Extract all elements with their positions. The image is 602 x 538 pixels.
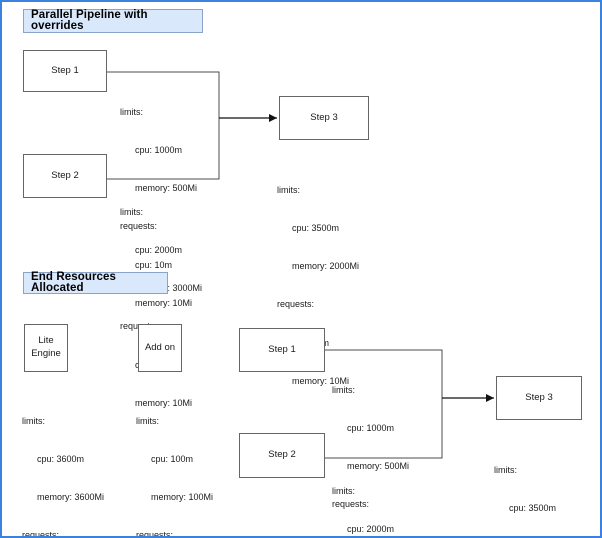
limits-label: limits: [277, 184, 300, 195]
node-label: Step 1 [51, 64, 79, 76]
limits-cpu: cpu: 1000m [347, 422, 395, 433]
node-top-step-2[interactable]: Step 2 [23, 154, 107, 198]
node-top-step-1[interactable]: Step 1 [23, 50, 107, 92]
resources-bottom-step-1: limits: cpu: 1000m memory: 500Mi request… [332, 358, 410, 536]
limits-memory: memory: 500Mi [135, 183, 198, 194]
resources-bottom-step-2: limits: cpu: 2000m memory: 3000Mi reques… [332, 459, 414, 536]
limits-label: limits: [22, 415, 45, 426]
node-bottom-step-3[interactable]: Step 3 [496, 376, 582, 420]
limits-cpu: cpu: 3600m [37, 453, 85, 464]
node-bottom-step-2[interactable]: Step 2 [239, 433, 325, 478]
requests-label: requests: [332, 499, 370, 510]
limits-label: limits: [136, 415, 159, 426]
node-label: Step 3 [525, 391, 553, 403]
node-label-line-1: Lite [38, 335, 54, 347]
resources-lite-engine: limits: cpu: 3600m memory: 3600Mi reques… [22, 389, 105, 538]
limits-cpu: cpu: 3500m [509, 502, 557, 513]
node-label-line-2: Engine [31, 348, 61, 359]
node-add-on[interactable]: Add on [138, 324, 182, 372]
limits-memory: memory: 100Mi [151, 492, 214, 503]
section-title-parallel-pipeline: Parallel Pipeline with overrides [23, 9, 203, 33]
limits-label: limits: [332, 384, 355, 395]
requests-memory: memory: 10Mi [292, 376, 350, 387]
top-arrowhead [269, 114, 277, 122]
requests-cpu: cpu: 10m [135, 259, 173, 270]
requests-memory: memory: 10Mi [135, 398, 193, 409]
limits-label: limits: [120, 106, 143, 117]
resources-bottom-step-3: limits: cpu: 3500m memory: 2000Mi reques… [494, 438, 576, 536]
requests-memory: memory: 10Mi [135, 298, 193, 309]
bottom-arrowhead [486, 394, 494, 402]
node-bottom-step-1[interactable]: Step 1 [239, 328, 325, 372]
node-label: Step 1 [268, 343, 296, 355]
requests-label: requests: [22, 530, 60, 538]
limits-cpu: cpu: 1000m [135, 144, 183, 155]
node-label: Step 2 [51, 169, 79, 181]
limits-memory: memory: 2000Mi [292, 261, 360, 272]
limits-memory: memory: 3600Mi [37, 492, 105, 503]
limits-label: limits: [494, 464, 517, 475]
resources-top-step-1: limits: cpu: 1000m memory: 500Mi request… [120, 80, 197, 335]
limits-memory: memory: 500Mi [347, 461, 410, 472]
limits-label: limits: [332, 485, 355, 496]
node-lite-engine[interactable]: Lite Engine [24, 324, 68, 372]
requests-label: requests: [120, 221, 158, 232]
limits-cpu: cpu: 2000m [135, 244, 183, 255]
limits-cpu: cpu: 2000m [347, 523, 395, 534]
requests-label: requests: [277, 299, 315, 310]
limits-cpu: cpu: 100m [151, 453, 194, 464]
section-title-end-resources: End Resources Allocated [23, 271, 168, 294]
node-label: Step 2 [268, 449, 296, 461]
node-top-step-3[interactable]: Step 3 [279, 96, 369, 140]
limits-label: limits: [120, 206, 143, 217]
requests-label: requests: [136, 530, 174, 538]
resources-add-on: limits: cpu: 100m memory: 100Mi requests… [136, 389, 214, 538]
node-label: Add on [144, 341, 176, 353]
node-label: Step 3 [310, 111, 338, 123]
limits-cpu: cpu: 3500m [292, 222, 340, 233]
